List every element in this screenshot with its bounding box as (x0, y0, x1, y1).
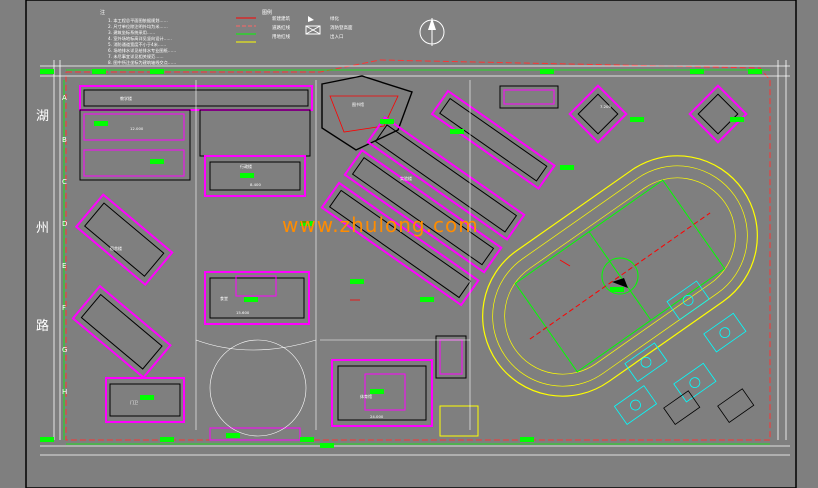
legend-item: 出入口 (330, 33, 344, 40)
dimension-tag (730, 117, 744, 122)
dimension-tag (690, 69, 704, 74)
dimension-tag (450, 129, 464, 134)
axis-letter: C (62, 178, 67, 186)
dimension-tag (560, 165, 574, 170)
dimension-text: 12.000 (130, 126, 144, 131)
site-red-line (65, 59, 771, 441)
dimension-text: 7.200 (600, 104, 611, 109)
svg-text:路: 路 (36, 318, 49, 334)
axis-letter: G (62, 346, 67, 354)
svg-text:湖: 湖 (36, 109, 49, 124)
red-markers (300, 221, 571, 301)
sports-courts (613, 280, 755, 426)
dimension-tag (40, 69, 54, 74)
dimension-tag (610, 287, 624, 292)
note-line: 4. 室外场地标高详见竖向设计…… (108, 35, 172, 42)
dimension-tag (244, 297, 258, 302)
dimension-tag (350, 279, 364, 284)
dimension-tag (380, 119, 394, 124)
legend-item: 新建建筑 (272, 15, 290, 22)
note-line: 6. 场地排水详见给排水专业图纸…… (108, 47, 176, 54)
legend-item: 绿化 (330, 15, 339, 22)
buildings (71, 75, 748, 441)
svg-text:图例: 图例 (262, 9, 272, 16)
dimension-tag (300, 437, 314, 442)
legend-item: 用地红线 (272, 33, 290, 40)
svg-text:注: 注 (100, 9, 105, 16)
axis-letter: H (62, 388, 67, 396)
perimeter-roads (40, 60, 790, 456)
dimension-tag (94, 121, 108, 126)
axis-letter: A (62, 94, 67, 102)
dimension-text: 15.600 (236, 310, 250, 315)
dimension-tag (420, 297, 434, 302)
building-label: 实验楼 (400, 175, 412, 181)
dimension-tag (160, 437, 174, 442)
dimension-tag (140, 395, 154, 400)
axis-letter: E (62, 262, 66, 270)
building-label: 教学楼 (120, 95, 132, 101)
svg-text:州: 州 (36, 221, 49, 236)
dimension-tag (40, 437, 54, 442)
dimension-tag (150, 159, 164, 164)
building-label: 图书馆 (352, 101, 364, 107)
dimension-tag (92, 69, 106, 74)
note-line: 3. 建筑坐标系统采用…… (108, 29, 155, 36)
legend-item: 消防登高面 (330, 24, 353, 31)
note-line: 1. 本工程总平面图依据规划…… (108, 17, 168, 24)
building-label: 食堂 (220, 295, 228, 301)
legend-item: 道路红线 (272, 24, 290, 31)
axis-letter: D (62, 220, 67, 228)
building-label: 行政楼 (240, 163, 252, 169)
dimension-tag (226, 433, 240, 438)
axis-letter: B (62, 136, 67, 144)
dimension-tag (520, 437, 534, 442)
building-label: 门卫 (130, 399, 138, 405)
dimension-tag (300, 221, 314, 226)
running-track (482, 155, 758, 397)
axis-letter: F (62, 304, 66, 312)
note-line: 8. 图中所注坐标为建筑轴线交点…… (108, 59, 176, 66)
north-arrow-icon (419, 18, 445, 46)
building-label: 体育馆 (360, 393, 372, 399)
note-line: 5. 消防通道宽度不小于4米…… (108, 41, 166, 48)
dimension-tag (240, 173, 254, 178)
road-name-label: 湖 州 路 (36, 109, 49, 334)
note-line: 2. 尺寸单位除注明外均为米…… (108, 23, 168, 30)
dimension-tag (320, 443, 334, 448)
dimension-tag (150, 69, 164, 74)
dimension-text: 8.400 (250, 182, 261, 187)
dimension-tag (630, 117, 644, 122)
watermark: www.zhulong.com (282, 213, 479, 237)
dimension-tag (540, 69, 554, 74)
internal-roads (195, 80, 471, 437)
dimension-tag (370, 389, 384, 394)
drawing-frame (25, 0, 797, 488)
general-notes: 注 1. 本工程总平面图依据规划……2. 尺寸单位除注明外均为米……3. 建筑坐… (100, 9, 176, 66)
dimension-chain-top (63, 69, 770, 445)
note-line: 7. 未尽事宜详见相关规范…… (108, 53, 164, 60)
dimension-text: 24.000 (370, 414, 384, 419)
dimension-tag (748, 69, 762, 74)
building-label: 宿舍楼 (110, 245, 122, 251)
axis-letters: A B C D E F G H (62, 94, 67, 396)
